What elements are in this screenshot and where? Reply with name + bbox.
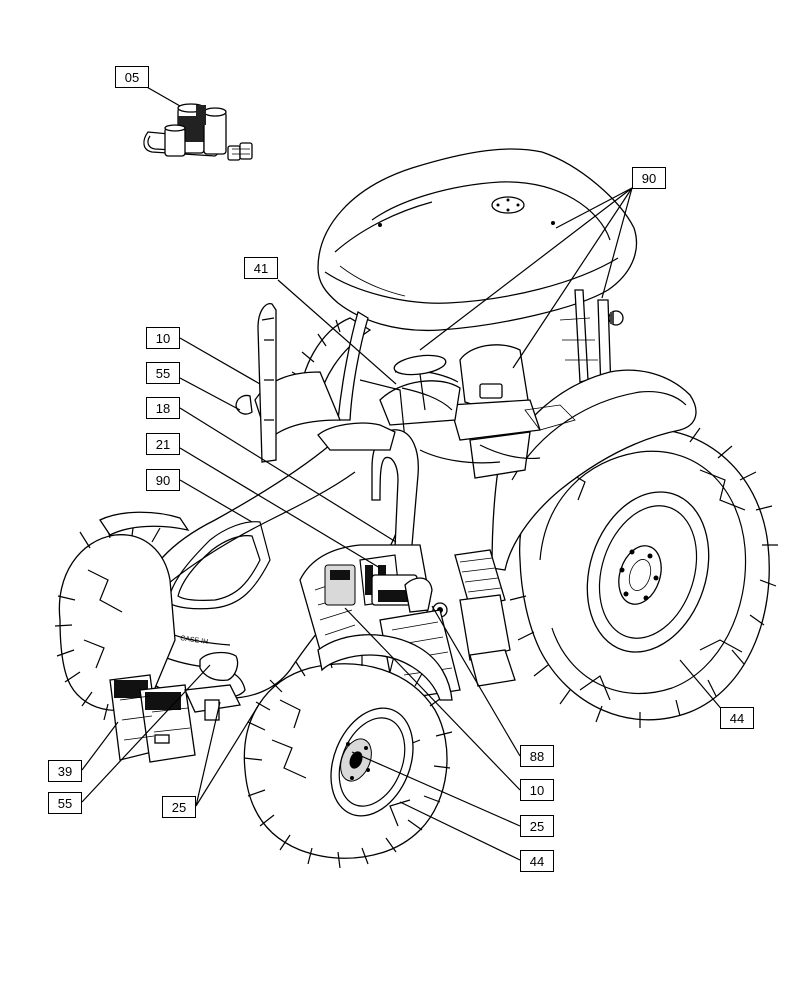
callout-55-left[interactable]: 55: [146, 362, 180, 384]
callout-25-bottom[interactable]: 25: [162, 796, 196, 818]
front-left-wheel: [54, 511, 190, 727]
callout-21[interactable]: 21: [146, 433, 180, 455]
callout-25-right[interactable]: 25: [520, 815, 554, 837]
callout-55-bottom[interactable]: 55: [48, 792, 82, 814]
callout-44-right[interactable]: 44: [720, 707, 754, 729]
svg-text:CASE IH: CASE IH: [180, 635, 209, 646]
callout-10-left[interactable]: 10: [146, 327, 180, 349]
exhaust-stack: [235, 303, 277, 463]
callout-39[interactable]: 39: [48, 760, 82, 782]
callout-05[interactable]: 05: [115, 66, 149, 88]
callout-88[interactable]: 88: [520, 745, 554, 767]
callout-44-bottom[interactable]: 44: [520, 850, 554, 872]
callout-10-right[interactable]: 10: [520, 779, 554, 801]
cab-interior: [359, 310, 624, 479]
front-right-wheel: [243, 634, 453, 869]
callout-90-top[interactable]: 90: [632, 167, 666, 189]
rear-right-wheel: [509, 419, 778, 728]
engine-hood: CASE IH: [139, 422, 419, 700]
front-weights: [109, 674, 241, 763]
leader-lines: [81, 85, 730, 861]
cab-roof: [317, 148, 638, 332]
callout-41[interactable]: 41: [244, 257, 278, 279]
callout-18[interactable]: 18: [146, 397, 180, 419]
filter-kit-illustration: [143, 103, 253, 161]
callout-90-left[interactable]: 90: [146, 469, 180, 491]
